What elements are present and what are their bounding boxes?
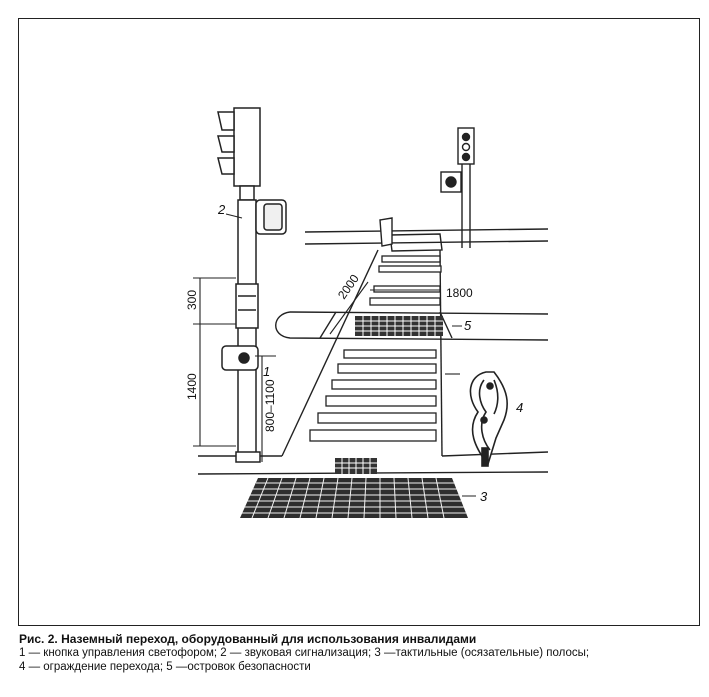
far-curb-ramp xyxy=(379,217,443,252)
callout-2: 2 xyxy=(217,202,226,217)
far-curb-line xyxy=(304,228,549,233)
safety-island xyxy=(275,311,549,341)
main-traffic-light xyxy=(217,107,287,463)
far-curb-line xyxy=(304,240,549,245)
dimension-lines xyxy=(193,277,460,462)
crossing-edge xyxy=(281,249,379,457)
island-tactile-grid xyxy=(355,316,443,336)
dim-800-1100: 800–1100 xyxy=(263,379,277,432)
crossing-edge xyxy=(439,249,443,457)
leader-lines xyxy=(225,213,476,497)
dim-300: 300 xyxy=(185,290,199,310)
dim-1400: 1400 xyxy=(185,373,199,400)
tactile-paving xyxy=(240,478,468,518)
dim-1800: 1800 xyxy=(446,286,473,300)
caption-title: Рис. 2. Наземный переход, оборудованный … xyxy=(19,632,477,646)
caption-legend-line-2: 4 — ограждение перехода; 5 —островок без… xyxy=(19,661,311,673)
figure-frame xyxy=(18,18,700,626)
zebra-stripes-near xyxy=(309,349,437,442)
zebra-stripes-far xyxy=(369,255,442,306)
callout-4: 4 xyxy=(516,400,523,415)
callout-5: 5 xyxy=(464,318,472,333)
far-traffic-light xyxy=(440,127,475,248)
callout-3: 3 xyxy=(480,489,488,504)
pedestrian-fence xyxy=(469,371,508,467)
tactile-paving-grid xyxy=(242,477,466,519)
dim-2000: 2000 xyxy=(335,272,362,302)
caption-legend-line-1: 1 — кнопка управления светофором; 2 — зв… xyxy=(19,647,590,659)
figure-caption: Рис. 2. Наземный переход, оборудованный … xyxy=(19,632,699,674)
near-road-edge xyxy=(441,451,549,457)
callout-1: 1 xyxy=(263,364,270,379)
